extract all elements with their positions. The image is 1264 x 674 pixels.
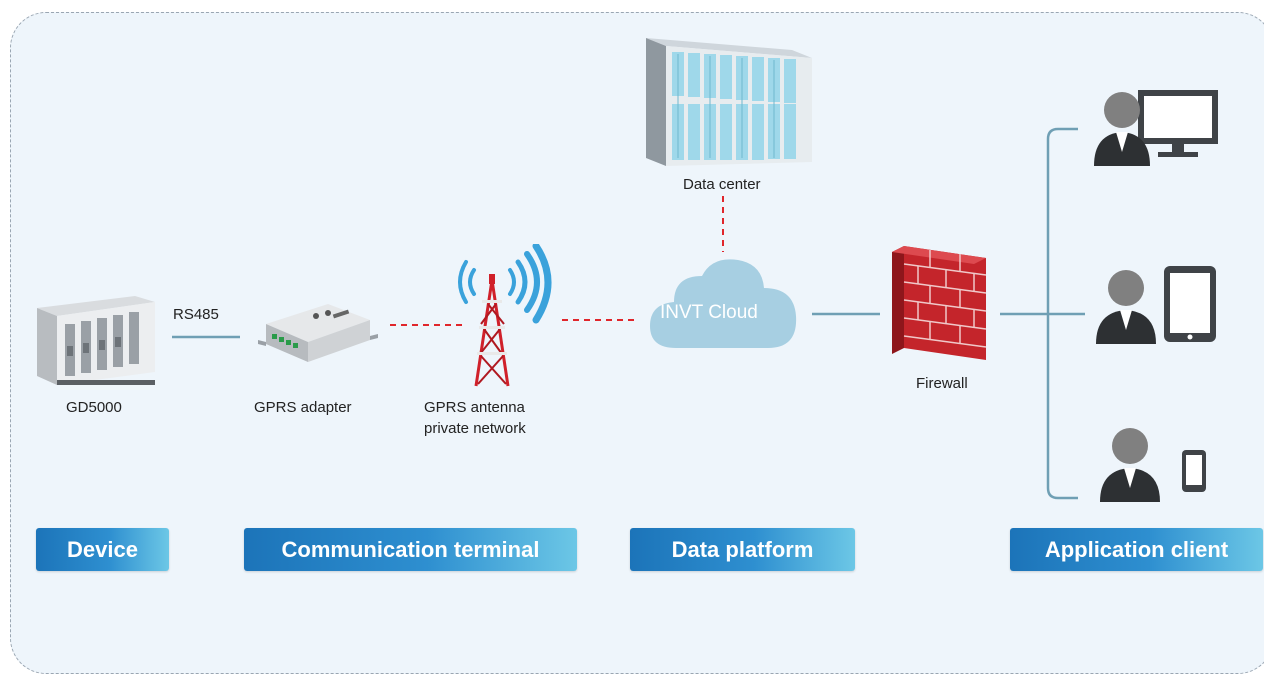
- adapter-label: GPRS adapter: [254, 399, 352, 416]
- category-communication: Communication terminal: [244, 528, 577, 571]
- user-desktop-icon: [1090, 86, 1220, 166]
- server-rack-icon: [640, 36, 812, 166]
- category-data-platform: Data platform: [630, 528, 855, 571]
- device-label: GD5000: [66, 399, 122, 416]
- category-application: Application client: [1010, 528, 1263, 571]
- firewall-label: Firewall: [916, 375, 968, 392]
- data-center-label: Data center: [683, 176, 761, 193]
- inverter-cabinet-icon: [37, 290, 155, 385]
- gprs-adapter-icon: [258, 294, 378, 366]
- category-device: Device: [36, 528, 169, 571]
- user-tablet-icon: [1094, 264, 1220, 344]
- connector-layer: [172, 127, 1085, 500]
- user-phone-icon: [1098, 422, 1208, 502]
- rs485-label: RS485: [173, 306, 219, 323]
- antenna-label-line2: private network: [424, 420, 526, 437]
- cloud-icon: [648, 254, 800, 350]
- radio-tower-icon: [448, 244, 558, 390]
- antenna-label-line1: GPRS antenna: [424, 399, 525, 416]
- brick-wall-icon: [890, 244, 1000, 364]
- cloud-label: INVT Cloud: [660, 302, 758, 323]
